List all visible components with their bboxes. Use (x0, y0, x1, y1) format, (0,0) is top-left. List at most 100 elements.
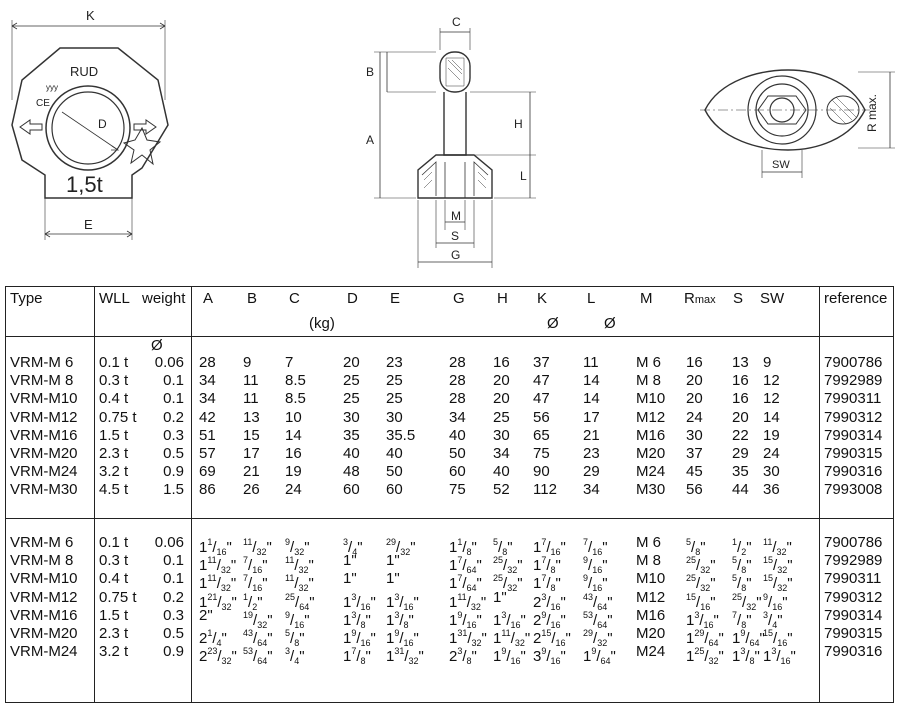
cell-a: 57 (199, 445, 216, 462)
cell-k: 39/16" (533, 646, 566, 667)
cell-type: VRM-M16 (10, 426, 78, 444)
cell-c: 8.5 (285, 372, 306, 390)
cell-type: VRM-M20 (10, 445, 78, 462)
cell-wll: 2.3 t (99, 625, 129, 642)
column-divider (94, 287, 95, 702)
cell-b: 13 (243, 408, 260, 426)
cell-s: 1/2" (732, 537, 752, 557)
cell-l: 11 (583, 354, 599, 371)
header-s: S (733, 290, 744, 307)
cell-d: 30 (343, 408, 360, 426)
dimension-table: Type WLL weight (kg) Ø Ø Ø Rmax S SW ref… (5, 286, 894, 703)
cell-type: VRM-M 6 (10, 534, 74, 551)
cell-b: 53/64" (243, 646, 273, 667)
cell-ref: 7990312 (824, 588, 883, 606)
header-rmax: Rmax (684, 290, 716, 307)
cell-a: 121/32" (199, 591, 237, 612)
cell-ref: 7992989 (824, 552, 883, 570)
cell-c: 16 (285, 445, 302, 462)
cell-weight: 0.3 (163, 426, 184, 444)
cell-l: 34 (583, 481, 600, 499)
header-col-g: G (453, 290, 465, 307)
label-e: E (84, 217, 93, 232)
cell-weight: 0.1 (163, 570, 184, 588)
cell-s: 13/8" (732, 646, 760, 667)
column-divider (191, 287, 192, 702)
cell-s: 25/32" (732, 591, 762, 612)
cell-r: 37 (686, 445, 703, 462)
cell-c: 10 (285, 408, 302, 426)
cell-d: 25 (343, 390, 360, 408)
cell-wll: 0.4 t (99, 390, 129, 408)
cell-sw: 15/32" (763, 555, 793, 576)
cell-m: M20 (636, 625, 666, 642)
cell-b: 11 (243, 390, 259, 408)
cell-sw: 12 (763, 390, 780, 408)
cell-h: 111/32" (493, 628, 531, 648)
header-dia-weight: Ø (151, 337, 163, 354)
cell-k: 112 (533, 481, 557, 499)
cell-wll: 3.2 t (99, 463, 129, 481)
cell-m: M 8 (636, 552, 662, 570)
cell-b: 11/32" (243, 537, 272, 557)
cell-c: 9/16" (285, 609, 310, 630)
cell-d: 17/8" (343, 646, 371, 667)
cell-c: 25/64" (285, 591, 315, 612)
cell-weight: 1.5 (163, 481, 184, 499)
cell-d: 25 (343, 372, 360, 390)
cell-wll: 3.2 t (99, 643, 129, 661)
cell-e: 1" (386, 552, 400, 570)
cell-weight: 0.3 (163, 606, 184, 624)
label-rud: RUD (70, 64, 98, 79)
cell-m: M16 (636, 606, 666, 624)
cell-s: 29 (732, 445, 749, 462)
cell-e: 25 (386, 372, 403, 390)
cell-wll: 0.3 t (99, 552, 129, 570)
cell-s: 13 (732, 354, 749, 371)
cell-k: 56 (533, 408, 550, 426)
cell-l: 14 (583, 390, 600, 408)
cell-k: 215/16" (533, 628, 571, 648)
cell-g: 19/16" (449, 609, 482, 630)
cell-a: 28 (199, 354, 216, 371)
cell-weight: 0.2 (163, 408, 184, 426)
cell-g: 131/32" (449, 628, 487, 648)
cell-r: 25/32" (686, 555, 716, 576)
cell-g: 111/32" (449, 591, 487, 612)
cell-s: 35 (732, 463, 749, 481)
cell-h: 25 (493, 408, 510, 426)
cell-m: M24 (636, 463, 666, 481)
cell-wll: 1.5 t (99, 426, 129, 444)
cell-r: 20 (686, 390, 703, 408)
cell-type: VRM-M24 (10, 643, 78, 661)
cell-h: 25/32" (493, 555, 523, 576)
cell-sw: 13/16" (763, 646, 796, 667)
cell-h: 30 (493, 426, 510, 444)
cell-ref: 7993008 (824, 481, 883, 499)
cell-wll: 0.3 t (99, 372, 129, 390)
cell-l: 7/16" (583, 537, 608, 557)
cell-l: 53/64" (583, 609, 613, 630)
cell-m: M24 (636, 643, 666, 661)
cell-l: 29/32" (583, 628, 613, 648)
cell-l: 23 (583, 445, 600, 462)
header-type: Type (10, 290, 43, 307)
cell-c: 5/8" (285, 628, 305, 648)
cell-l: 29 (583, 463, 600, 481)
header-col-k: K (537, 290, 548, 307)
header-col-h: H (497, 290, 508, 307)
cell-h: 52 (493, 481, 510, 499)
cell-weight: 0.06 (154, 354, 184, 371)
cell-e: 29/32" (386, 537, 416, 557)
cell-e: 35.5 (386, 426, 416, 444)
label-c: C (452, 15, 461, 29)
cell-type: VRM-M10 (10, 390, 78, 408)
cell-wll: 0.75 t (99, 408, 137, 426)
cell-l: 9/16" (583, 573, 608, 594)
cell-wll: 0.1 t (99, 534, 129, 551)
cell-r: 125/32" (686, 646, 724, 667)
cell-e: 40 (386, 445, 403, 462)
cell-a: 11/16" (199, 537, 232, 557)
label-b: B (366, 65, 374, 79)
cell-weight: 0.1 (163, 552, 184, 570)
